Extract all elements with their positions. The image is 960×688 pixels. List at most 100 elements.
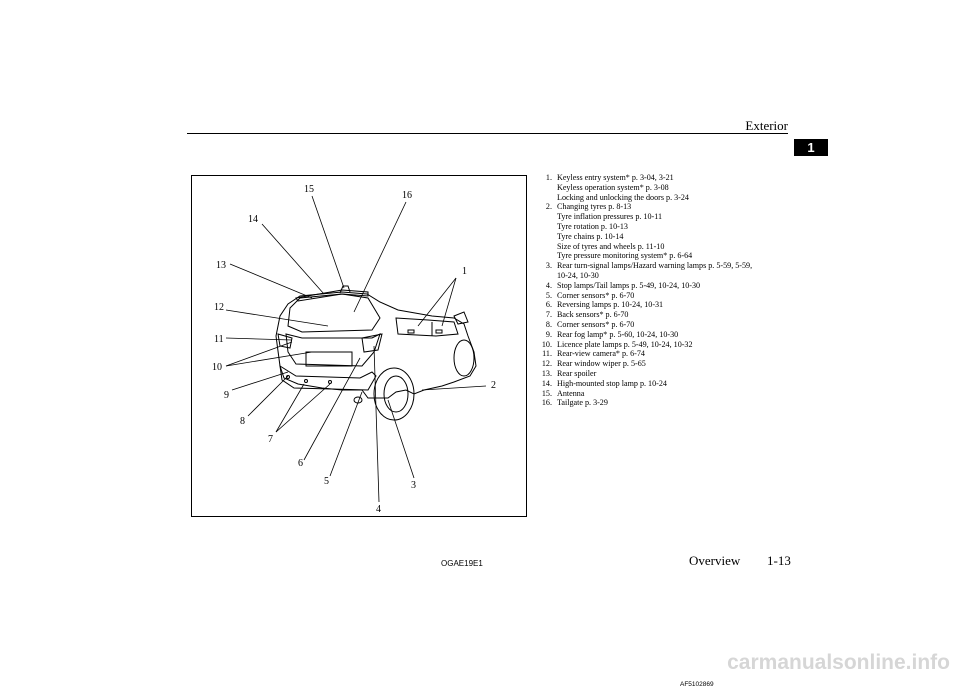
legend-item-line: Licence plate lamps p. 5-49, 10-24, 10-3… bbox=[557, 339, 693, 349]
licence-plate bbox=[305, 351, 353, 367]
legend-item: 15. Antenna bbox=[533, 389, 793, 399]
legend-item-line: Keyless entry system* p. 3-04, 3-21 bbox=[557, 173, 674, 182]
callout-16: 16 bbox=[402, 190, 412, 201]
back-sensor-left bbox=[304, 379, 308, 383]
legend-item-number: 11. bbox=[542, 349, 552, 359]
chapter-tab[interactable]: 1 bbox=[794, 139, 828, 156]
legend-item-text: Rear turn-signal lamps/Hazard warning la… bbox=[557, 261, 752, 281]
callout-13: 13 bbox=[216, 260, 226, 271]
legend-item-number: 5. bbox=[545, 290, 552, 300]
legend-item-text: Tailgate p. 3-29 bbox=[557, 398, 608, 408]
legend-item-number: 1. bbox=[545, 173, 552, 182]
legend-item-text: Antenna bbox=[557, 389, 584, 399]
legend-item-line: Rear spoiler bbox=[557, 368, 597, 378]
callout-11: 11 bbox=[214, 334, 224, 345]
legend-item-text: Rear-view camera* p. 6-74 bbox=[557, 349, 645, 359]
legend-item: 9. Rear fog lamp* p. 5-60, 10-24, 10-30 bbox=[533, 330, 793, 340]
footer-section: Overview bbox=[689, 553, 741, 568]
legend-item: 14. High-mounted stop lamp p. 10-24 bbox=[533, 379, 793, 389]
callout-15: 15 bbox=[304, 184, 314, 195]
legend-item-line: Corner sensors* p. 6-70 bbox=[557, 319, 635, 329]
legend-item-number: 8. bbox=[545, 319, 552, 329]
callout-7: 7 bbox=[268, 434, 273, 445]
legend-item-line: Keyless operation system* p. 3-08 bbox=[557, 182, 669, 192]
right-tail-lamp bbox=[361, 333, 383, 353]
legend-item: 16. Tailgate p. 3-29 bbox=[533, 398, 793, 408]
legend-item-line: Rear turn-signal lamps/Hazard warning la… bbox=[557, 261, 753, 271]
footer-code: OGAE19E1 bbox=[441, 559, 483, 568]
legend-item-number: 15. bbox=[541, 388, 552, 398]
legend-item-text: High-mounted stop lamp p. 10-24 bbox=[557, 379, 667, 389]
legend-item-number: 9. bbox=[545, 329, 552, 339]
legend-item: 5. Corner sensors* p. 6-70 bbox=[533, 291, 793, 301]
legend-item-text: Rear spoiler bbox=[557, 369, 596, 379]
rear-bumper bbox=[279, 365, 377, 391]
legend-item: 10. Licence plate lamps p. 5-49, 10-24, 1… bbox=[533, 340, 793, 350]
legend-item: 13.Rear spoiler bbox=[533, 369, 793, 379]
vehicle-illustration: 1 2 3 4 5 6 7 8 9 10 11 12 13 14 15 16 bbox=[212, 184, 496, 515]
figure-code: AF5102869 bbox=[680, 681, 714, 688]
page-number: 1-13 bbox=[767, 553, 791, 568]
section-title: Exterior bbox=[745, 118, 788, 133]
callout-labels: 1 2 3 4 5 6 7 8 9 10 11 12 13 14 15 16 bbox=[212, 184, 496, 515]
legend-item: 3. Rear turn-signal lamps/Hazard warning … bbox=[533, 261, 793, 281]
legend-item-number: 7. bbox=[545, 310, 552, 320]
legend-item-line: Tyre rotation p. 10-13 bbox=[557, 221, 628, 231]
legend-item-number: 12. bbox=[541, 359, 552, 369]
legend-item-text: Stop lamps/Tail lamps p. 5-49, 10-24, 10… bbox=[557, 281, 700, 291]
vehicle-rear-figure: 1 2 3 4 5 6 7 8 9 10 11 12 13 14 15 16 A… bbox=[191, 175, 714, 688]
legend-item-line: Corner sensors* p. 6-70 bbox=[557, 290, 635, 300]
side-window bbox=[395, 317, 459, 337]
front-wheel bbox=[453, 339, 475, 377]
callout-10: 10 bbox=[212, 362, 222, 373]
legend-item: 6.Reversing lamps p. 10-24, 10-31 bbox=[533, 300, 793, 310]
callout-12: 12 bbox=[214, 302, 224, 313]
antenna bbox=[339, 285, 351, 294]
callout-5: 5 bbox=[324, 476, 329, 487]
legend-item-text: Licence plate lamps p. 5-49, 10-24, 10-3… bbox=[557, 340, 693, 350]
legend-item-number: 2. bbox=[545, 202, 552, 212]
callout-6: 6 bbox=[298, 458, 303, 469]
left-tail-lamp bbox=[277, 333, 293, 349]
callout-4: 4 bbox=[376, 504, 381, 515]
callout-8: 8 bbox=[240, 416, 245, 427]
legend-item-line: Back sensors* p. 6-70 bbox=[557, 310, 629, 320]
legend-item-line: Size of tyres and wheels p. 11-10 bbox=[557, 241, 665, 251]
legend-item-line: Rear fog lamp* p. 5-60, 10-24, 10-30 bbox=[557, 329, 679, 339]
legend-item-line: Changing tyres p. 8-13 bbox=[557, 202, 632, 212]
legend-item-line: Tyre chains p. 10-14 bbox=[557, 231, 624, 241]
legend-item-number: 14. bbox=[541, 378, 552, 388]
legend-item-line: Reversing lamps p. 10-24, 10-31 bbox=[557, 300, 664, 310]
legend-item-number: 10. bbox=[541, 339, 552, 349]
legend-item: 8. Corner sensors* p. 6-70 bbox=[533, 320, 793, 330]
rear-wheel bbox=[373, 367, 415, 421]
callout-9: 9 bbox=[224, 390, 229, 401]
legend-item-number: 3. bbox=[545, 261, 552, 271]
watermark: carmanualsonline.info bbox=[727, 651, 950, 674]
legend-item-number: 16. bbox=[541, 398, 552, 408]
legend-item-line: Tailgate p. 3-29 bbox=[557, 398, 608, 408]
legend-item-text: Rear fog lamp* p. 5-60, 10-24, 10-30 bbox=[557, 330, 678, 340]
legend-item-line: Stop lamps/Tail lamps p. 5-49, 10-24, 10… bbox=[557, 280, 701, 290]
legend-item: 11. Rear-view camera* p. 6-74 bbox=[533, 349, 793, 359]
door-mirror bbox=[453, 311, 469, 325]
rear-spoiler bbox=[295, 289, 369, 302]
legend-item-line: Rear-view camera* p. 6-74 bbox=[557, 349, 645, 359]
callout-leader-lines bbox=[225, 195, 487, 503]
tailgate bbox=[285, 333, 381, 367]
legend-item-number: 4. bbox=[545, 280, 552, 290]
legend-item: 7. Back sensors* p. 6-70 bbox=[533, 310, 793, 320]
callout-14: 14 bbox=[248, 214, 258, 225]
legend-item: 4. Stop lamps/Tail lamps p. 5-49, 10-24, … bbox=[533, 281, 793, 291]
legend-item-text: Rear window wiper p. 5-65 bbox=[557, 359, 646, 369]
legend-item-line: Antenna bbox=[557, 388, 585, 398]
legend-item: 12. Rear window wiper p. 5-65 bbox=[533, 359, 793, 369]
legend-item-line: Rear window wiper p. 5-65 bbox=[557, 359, 646, 369]
callout-2: 2 bbox=[491, 380, 496, 391]
back-sensor-right bbox=[328, 380, 332, 384]
header-rule bbox=[187, 133, 788, 134]
legend-item-line: Locking and unlocking the doors p. 3-24 bbox=[557, 192, 689, 202]
legend-item-text: Corner sensors* p. 6-70 bbox=[557, 291, 634, 301]
